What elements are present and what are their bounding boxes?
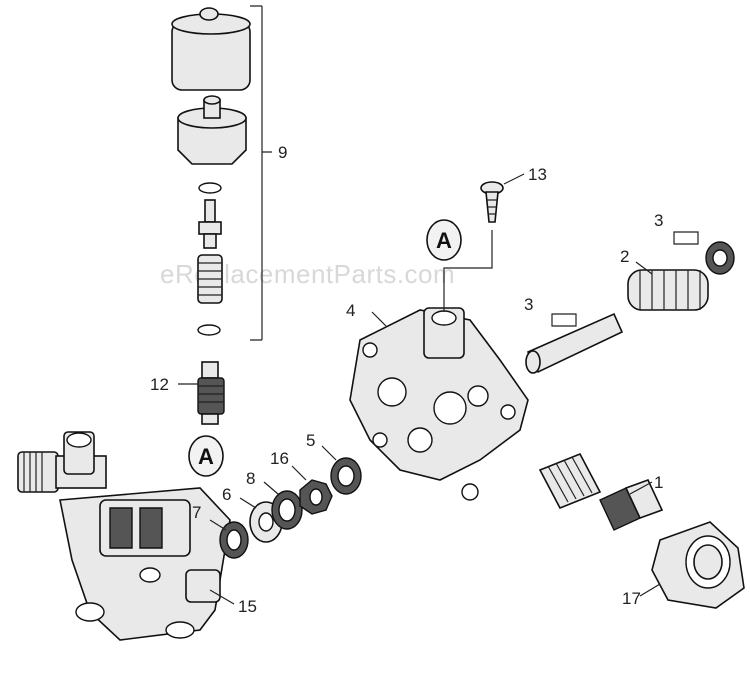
leader-6 (239, 497, 257, 509)
part-12-valve (197, 361, 225, 425)
callout-3-lower: 3 (524, 295, 533, 314)
callout-8: 8 (246, 469, 255, 488)
leader-5 (321, 445, 337, 461)
callout-6: 6 (222, 485, 231, 504)
outlet-nipple (538, 452, 602, 510)
part-9-cap (171, 7, 251, 91)
callout-12: 12 (150, 375, 169, 394)
callout-16: 16 (270, 449, 289, 468)
leader-15 (209, 589, 235, 605)
part-9-stem (198, 199, 222, 249)
leader-2 (635, 261, 653, 275)
callout-3-upper: 3 (654, 211, 663, 230)
part-13-screw (480, 181, 504, 223)
leader-17 (639, 583, 661, 597)
leader-8 (263, 481, 279, 495)
leader-13 (503, 173, 525, 185)
part-3-plunger (525, 312, 624, 374)
reference-a-left: A (188, 435, 224, 477)
callout-13: 13 (528, 165, 547, 184)
part-3-seal-upper (705, 241, 735, 275)
svg-text:A: A (436, 228, 452, 253)
part-9-valve-body (177, 95, 247, 165)
part-2-spring (627, 269, 709, 311)
part-9-o-ring-lower (197, 324, 221, 336)
callout-5: 5 (306, 431, 315, 450)
part-9-spring (197, 254, 223, 304)
callout-7: 7 (192, 503, 201, 522)
part-9-o-ring-upper (198, 182, 222, 194)
part-9-bracket (250, 5, 272, 341)
leader-7 (209, 519, 227, 531)
callout-17: 17 (622, 589, 641, 608)
part-4-housing (349, 307, 529, 501)
callout-1: 1 (654, 473, 663, 492)
callout-15: 15 (238, 597, 257, 616)
callout-9: 9 (278, 143, 287, 162)
reference-a-center: A (426, 219, 462, 261)
part-3-bracket-lower (551, 313, 577, 327)
part-7-seal (219, 521, 249, 559)
svg-text:A: A (198, 444, 214, 469)
part-16-retainer (299, 479, 333, 515)
part-17-nut (651, 521, 745, 609)
leader-1 (629, 481, 653, 495)
part-8-ring (271, 490, 303, 530)
leader-4 (371, 311, 387, 327)
leader-screw-path (443, 230, 493, 312)
leader-16 (291, 465, 307, 481)
part-5-seal (330, 457, 362, 495)
callout-2: 2 (620, 247, 629, 266)
part-3-bracket-upper (673, 231, 699, 245)
part-1-fitting (599, 478, 664, 531)
callout-4: 4 (346, 301, 355, 320)
part-15-manifold (17, 431, 231, 641)
